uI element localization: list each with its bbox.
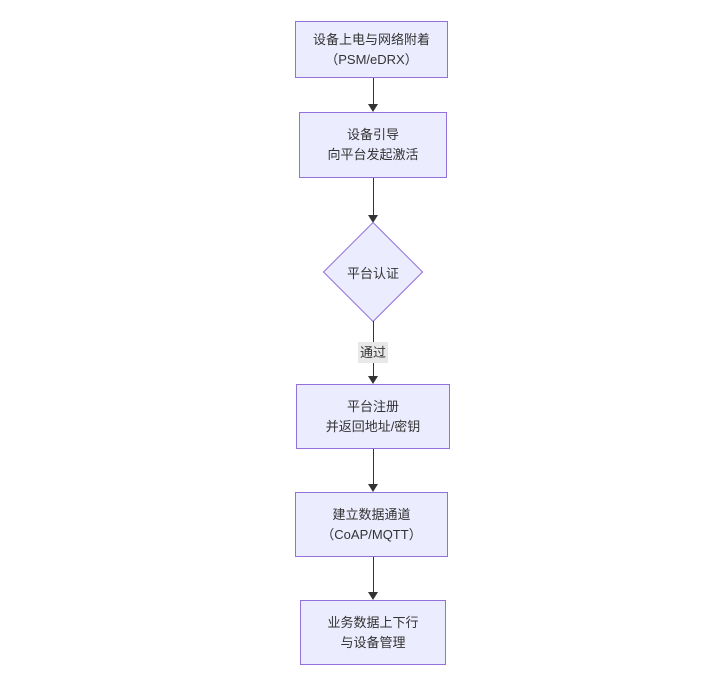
arrow-shaft [372,557,374,592]
node-platform-register-line1: 平台注册 [346,398,399,414]
arrow-shaft [372,78,374,104]
node-data-channel-line2: （CoAP/MQTT） [321,526,422,542]
arrow-register-to-channel [368,449,378,492]
node-device-attach-line1: 设备上电与网络附着 [312,31,430,47]
node-device-attach: 设备上电与网络附着 （PSM/eDRX） [295,21,448,78]
arrowhead-down-icon [368,376,378,384]
arrowhead-down-icon [368,215,378,223]
node-device-bootstrap-line1: 设备引导 [346,127,399,142]
node-business-data-line1: 业务数据上下行 [327,614,419,630]
node-data-channel: 建立数据通道 （CoAP/MQTT） [295,492,448,557]
arrow-shaft [372,449,374,484]
node-device-bootstrap: 设备引导 向平台发起激活 [299,112,447,178]
arrow-channel-to-business [368,557,378,600]
node-business-data-line2: 与设备管理 [340,634,406,650]
node-platform-auth-label: 平台认证 [346,265,399,281]
arrow-bootstrap-to-auth [368,178,378,223]
edge-label-pass: 通过 [357,342,389,363]
node-device-attach-line2: （PSM/eDRX） [325,51,418,67]
node-data-channel-line1: 建立数据通道 [332,506,411,522]
arrow-shaft [372,178,374,215]
node-platform-auth: 平台认证 [323,222,423,322]
arrowhead-down-icon [368,484,378,492]
node-platform-register: 平台注册 并返回地址/密钥 [296,384,450,449]
node-platform-register-line2: 并返回地址/密钥 [325,418,421,434]
node-device-bootstrap-line2: 向平台发起激活 [327,147,419,162]
arrowhead-down-icon [368,104,378,112]
arrow-attach-to-bootstrap [368,78,378,112]
arrowhead-down-icon [368,592,378,600]
node-business-data: 业务数据上下行 与设备管理 [300,600,446,665]
